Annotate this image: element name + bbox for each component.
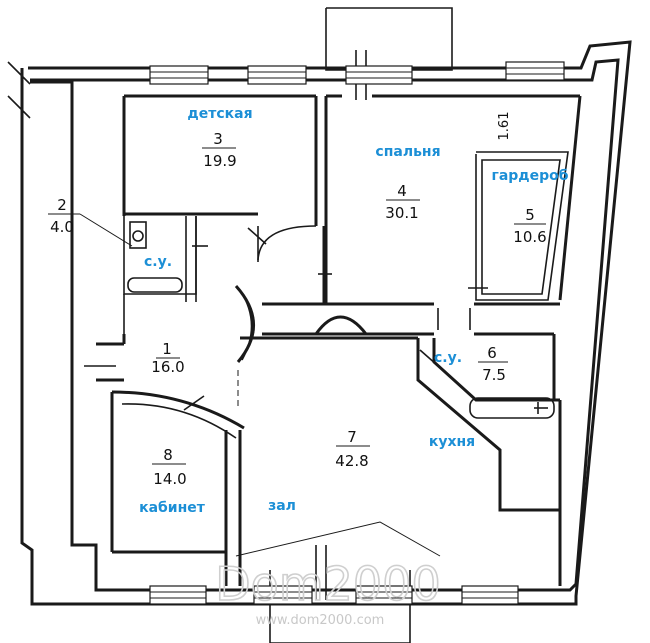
window-bottom-2 (253, 585, 313, 605)
room-5-label: гардероб (492, 168, 569, 184)
room-1-number: 1 (162, 340, 172, 358)
dimension-label: 1.61 (497, 112, 512, 141)
window-top-4 (505, 61, 565, 81)
doors (84, 225, 488, 411)
window-top-3 (345, 65, 413, 85)
room-6-number: 6 (487, 344, 497, 362)
hall-label: зал (268, 498, 296, 514)
room-3-number: 3 (213, 130, 223, 148)
bathroom-left-label: с.у. (144, 254, 172, 270)
room-7-number: 7 (347, 428, 357, 446)
bath-right (469, 397, 555, 419)
room-2-area: 4.0 (50, 218, 74, 236)
outer-walls (7, 40, 632, 606)
room-5-number: 5 (525, 206, 535, 224)
room-2-number: 2 (57, 196, 67, 214)
room-3-label: детская (187, 106, 252, 122)
toilet-left (129, 221, 147, 249)
room-3-area: 19.9 (203, 152, 236, 170)
room-6-label: с.у. (434, 350, 462, 366)
room-8-number: 8 (163, 446, 173, 464)
balcony-top (325, 7, 453, 100)
room-1-area: 16.0 (151, 358, 184, 376)
interior-walls (96, 94, 582, 586)
watermark-url: www.dom2000.com (256, 613, 385, 628)
bath-left (127, 277, 183, 293)
window-top-2 (247, 65, 307, 85)
room-7-area: 42.8 (335, 452, 368, 470)
window-top-1 (149, 65, 209, 85)
watermark: Dom2000 www.dom2000.com (214, 521, 442, 628)
room-8-label: кабинет (139, 500, 206, 516)
room-8-area: 14.0 (153, 470, 186, 488)
room-6-area: 7.5 (482, 366, 506, 384)
window-bottom-3 (355, 585, 413, 605)
room-4-number: 4 (397, 182, 407, 200)
room-5-area: 10.6 (513, 228, 546, 246)
room-labels: 1 16.0 2 4.0 детская 3 19.9 спальня 4 30… (48, 106, 569, 516)
windows (149, 61, 565, 605)
window-bottom-4 (461, 585, 519, 605)
balcony-bottom (269, 545, 411, 643)
room-4-label: спальня (375, 144, 440, 160)
room-4-area: 30.1 (385, 204, 418, 222)
room-7-label: кухня (429, 434, 475, 450)
watermark-brand: Dom2000 (215, 557, 440, 611)
window-bottom-1 (149, 585, 207, 605)
fixtures (127, 221, 555, 419)
